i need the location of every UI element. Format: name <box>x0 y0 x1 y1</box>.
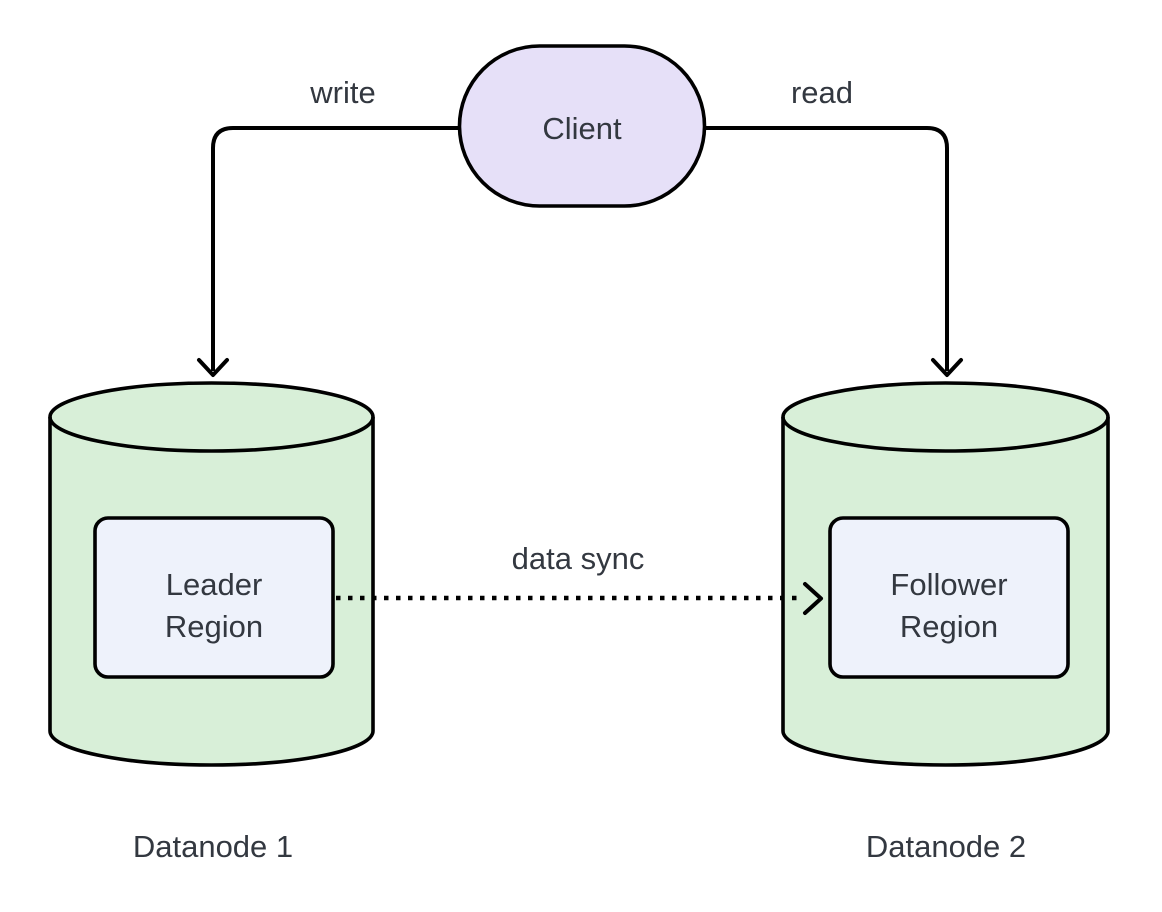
read-edge-line <box>704 126 949 371</box>
client-node: Client <box>457 44 707 208</box>
follower-region-node: Follower Region <box>828 516 1070 679</box>
write-edge-label: write <box>309 75 375 110</box>
data-sync-edge-label: data sync <box>512 541 645 576</box>
read-arrowhead-icon <box>931 358 963 377</box>
leader-region-shape <box>93 516 335 679</box>
datanode2-label: Datanode 2 <box>866 829 1026 864</box>
data-sync-arrowhead-icon <box>803 582 823 615</box>
follower-region-label-line1: Follower <box>890 567 1007 602</box>
datanode1-node: Leader Region Datanode 1 <box>48 381 375 864</box>
datanode2-node: Follower Region Datanode 2 <box>781 381 1110 864</box>
datanode1-label: Datanode 1 <box>133 829 293 864</box>
datanode2-cylinder-rim <box>781 416 1110 453</box>
follower-region-label-line2: Region <box>900 609 998 644</box>
read-edge-label: read <box>791 75 853 110</box>
write-edge: write <box>197 75 459 377</box>
datanode1-cylinder-rim <box>48 416 375 453</box>
data-sync-edge: data sync <box>336 541 823 615</box>
write-edge-line <box>211 126 459 371</box>
write-arrowhead-icon <box>197 358 229 377</box>
leader-region-label-line2: Region <box>165 609 263 644</box>
leader-region-node: Leader Region <box>93 516 335 679</box>
client-node-shape <box>457 44 707 208</box>
follower-region-shape <box>828 516 1070 679</box>
read-edge: read <box>704 75 963 377</box>
leader-region-label-line1: Leader <box>166 567 263 602</box>
client-node-label: Client <box>542 111 622 146</box>
